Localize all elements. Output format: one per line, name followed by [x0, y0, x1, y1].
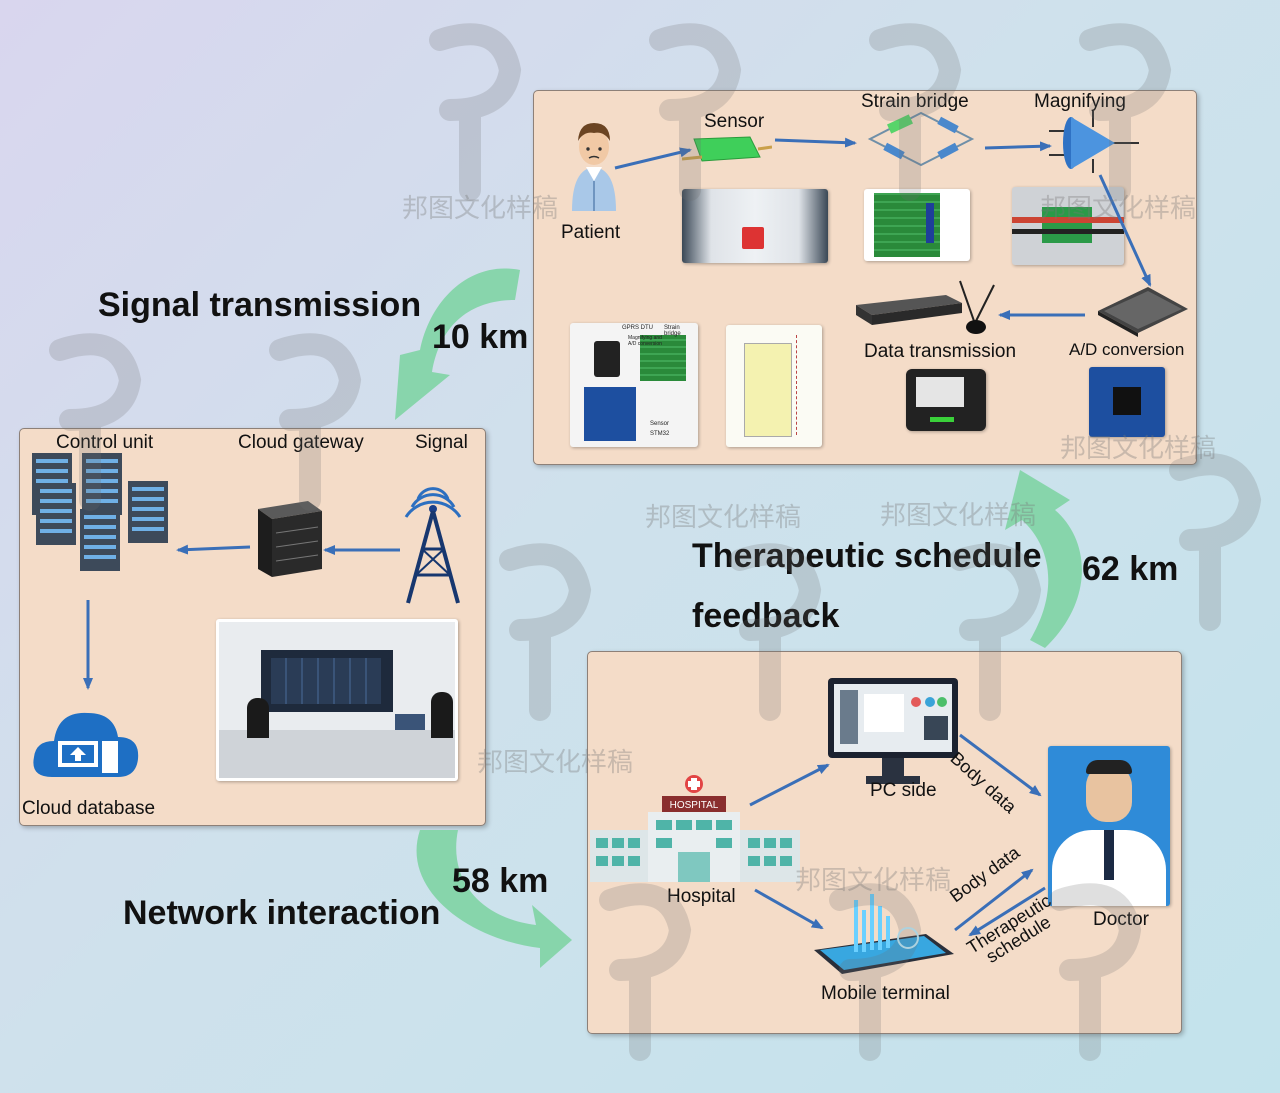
label-strain-bridge: Strain bridge — [664, 325, 681, 337]
pc-side-label: PC side — [870, 780, 937, 801]
sensor-icon — [682, 136, 772, 162]
network-interaction-label: Network interaction — [123, 894, 441, 932]
label-magnifying-ad: Magnifying and A/D conversion — [628, 335, 662, 347]
watermark-text: 邦图文化样稿 — [880, 500, 1037, 530]
sensor-on-chest-photo — [682, 189, 828, 263]
watermark-text: 邦图文化样稿 — [795, 865, 952, 895]
cloud-database-icon — [33, 712, 139, 777]
therapeutic-feedback-label-line1: Therapeutic schedule — [692, 537, 1042, 575]
label-sensor: Sensor — [650, 421, 670, 427]
stm32-board-photo — [1089, 367, 1165, 437]
doctor-to-mobile-arrow — [968, 886, 1046, 937]
pc-to-doctor-arrow — [959, 733, 1042, 797]
strain-bridge-icon — [867, 111, 975, 167]
bridge-to-magnify-arrow — [984, 141, 1052, 152]
cloud-database-label: Cloud database — [22, 798, 156, 819]
antenna-icon — [959, 280, 995, 334]
magnify-to-ad-arrow — [1098, 174, 1152, 287]
server-cluster-icon — [32, 453, 168, 571]
watermark-text: 邦图文化样稿 — [645, 502, 802, 532]
cloud-platform-panel: Control unit Cloud gateway Signal — [19, 428, 486, 826]
network-interaction-arrow — [416, 830, 572, 968]
patient-to-sensor-arrow — [614, 147, 692, 170]
patient-label: Patient — [561, 222, 621, 243]
signal-tower-icon — [404, 487, 462, 604]
sensor-system-panel: Patient Sensor Strain bridge Magnifying — [533, 90, 1197, 465]
mobile-terminal-label: Mobile terminal — [821, 983, 950, 1004]
ad-conversion-label: A/D conversion — [1069, 340, 1185, 359]
pc-monitor-icon — [828, 678, 958, 784]
distance-58km-label: 58 km — [452, 862, 549, 900]
control-room-photo — [216, 619, 458, 781]
network-switch-icon — [856, 295, 962, 325]
distance-10km-label: 10 km — [432, 318, 529, 356]
sensor-to-bridge-arrow — [774, 137, 857, 148]
hospital-sign-text: HOSPITAL — [670, 800, 719, 811]
strain-bridge-board-photo — [864, 189, 970, 261]
doctor-label: Doctor — [1093, 909, 1149, 930]
gateway-to-control-arrow — [176, 544, 251, 555]
mobile-to-doctor-arrow — [954, 868, 1034, 932]
signal-label: Signal — [415, 432, 468, 453]
watermark-text: 邦图文化样稿 — [1040, 193, 1197, 223]
mobile-terminal-icon — [814, 894, 954, 974]
assembled-system-photo: GPRS DTU Strain bridge Magnifying and A/… — [570, 323, 698, 447]
hospital-to-mobile-arrow — [754, 888, 824, 930]
label-gprs: GPRS DTU — [622, 325, 654, 331]
magnifying-label: Magnifying — [1034, 91, 1126, 112]
strain-bridge-label: Strain bridge — [861, 91, 969, 112]
control-unit-label: Control unit — [56, 432, 154, 453]
hospital-network-panel: PC side HOSPITAL Hospital Doctor — [587, 651, 1182, 1034]
amplifier-board-photo — [1012, 187, 1124, 265]
sensor-label: Sensor — [704, 111, 765, 132]
dtu-device-photo — [906, 369, 986, 431]
schematic-drawing — [726, 325, 822, 447]
hospital-label: Hospital — [667, 886, 736, 907]
cloud-gateway-label: Cloud gateway — [238, 432, 364, 453]
therapeutic-feedback-arrow — [1005, 470, 1082, 648]
patient-icon — [572, 123, 616, 211]
gateway-server-icon — [258, 501, 322, 577]
signal-transmission-label: Signal transmission — [98, 286, 422, 324]
distance-62km-label: 62 km — [1082, 550, 1179, 588]
hospital-building-icon: HOSPITAL — [590, 775, 800, 882]
watermark-text: 邦图文化样稿 — [402, 193, 559, 223]
doctor-photo — [1048, 746, 1170, 906]
therapeutic-feedback-label-line2: feedback — [692, 597, 840, 635]
watermark-text: 邦图文化样稿 — [1060, 433, 1217, 463]
ad-chip-icon — [1098, 287, 1188, 337]
data-transmission-label: Data transmission — [864, 341, 1017, 362]
label-stm32: STM32 — [650, 431, 670, 437]
hospital-to-pc-arrow — [749, 763, 830, 807]
watermark-text: 邦图文化样稿 — [477, 747, 634, 777]
signal-transmission-arrow — [395, 268, 520, 420]
amplifier-icon — [1049, 111, 1139, 173]
